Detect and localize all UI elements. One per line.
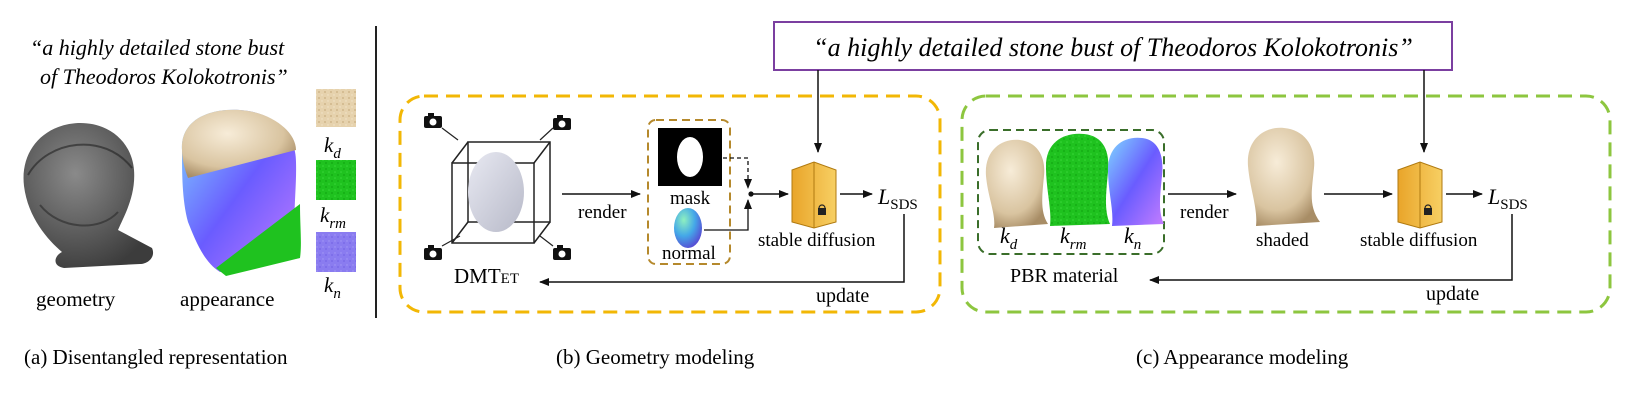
dmtet-shape bbox=[468, 152, 524, 232]
material-box bbox=[977, 129, 1165, 255]
kn-label-c: kn bbox=[1124, 223, 1141, 253]
render-output-box bbox=[647, 119, 731, 265]
panel-a: “a highly detailed stone bust of Theodor… bbox=[23, 35, 356, 369]
pbr-material-label: PBR material bbox=[1010, 265, 1119, 287]
shaded-bust bbox=[1247, 127, 1320, 226]
camera-icon bbox=[539, 115, 571, 141]
left-prompt-line1: “a highly detailed stone bust bbox=[30, 35, 285, 60]
geometry-bust bbox=[23, 122, 154, 268]
appearance-label: appearance bbox=[180, 287, 274, 311]
appearance-bust bbox=[181, 109, 301, 276]
update-label-appearance: update bbox=[1426, 283, 1479, 305]
geometry-modeling-box bbox=[398, 94, 942, 314]
camera-icon bbox=[424, 235, 461, 260]
appearance-modeling-box bbox=[960, 94, 1612, 314]
kn-bust bbox=[1108, 137, 1164, 226]
mask-shape bbox=[677, 137, 703, 177]
left-prompt-line2: of Theodoros Kolokotronis” bbox=[40, 64, 288, 89]
kn-texture-swatch bbox=[316, 232, 356, 272]
krm-label-c: krm bbox=[1060, 223, 1087, 253]
normal-connector bbox=[704, 199, 752, 231]
kd-bust bbox=[985, 139, 1048, 228]
stable-diffusion-label-geometry: stable diffusion bbox=[758, 230, 876, 251]
render-label-geometry: render bbox=[578, 202, 627, 223]
dmtet-label: DMTET bbox=[454, 264, 519, 288]
shaded-label: shaded bbox=[1256, 230, 1309, 251]
loss-label-appearance: LSDS bbox=[1487, 184, 1528, 213]
camera-icon bbox=[424, 113, 459, 141]
normal-image bbox=[674, 208, 702, 248]
krm-bust bbox=[1046, 133, 1110, 226]
update-label-geometry: update bbox=[816, 285, 869, 307]
camera-icon bbox=[539, 235, 571, 260]
normal-label: normal bbox=[662, 243, 716, 264]
stable-diffusion-icon bbox=[1397, 161, 1443, 229]
mask-label: mask bbox=[670, 188, 711, 209]
caption-a: (a) Disentangled representation bbox=[24, 345, 288, 369]
kn-label: kn bbox=[324, 273, 341, 302]
update-loop-appearance bbox=[1149, 214, 1513, 284]
krm-label: krm bbox=[320, 203, 346, 232]
update-loop-geometry bbox=[539, 214, 905, 286]
panel-b: DMTET render mask normal stable diffusio… bbox=[398, 70, 942, 369]
kd-label: kd bbox=[324, 133, 341, 162]
geometry-label: geometry bbox=[36, 287, 116, 311]
render-label-appearance: render bbox=[1180, 202, 1229, 223]
caption-c: (c) Appearance modeling bbox=[1136, 345, 1349, 369]
loss-label-geometry: LSDS bbox=[877, 184, 918, 213]
prompt-text: “a highly detailed stone bust of Theodor… bbox=[813, 33, 1413, 62]
prompt-box: “a highly detailed stone bust of Theodor… bbox=[773, 21, 1453, 71]
stable-diffusion-icon bbox=[791, 161, 837, 229]
mask-connector bbox=[723, 157, 752, 189]
panel-c: kd krm kn PBR material render shaded sta… bbox=[960, 70, 1612, 369]
stable-diffusion-label-appearance: stable diffusion bbox=[1360, 230, 1478, 251]
kd-label-c: kd bbox=[1000, 223, 1018, 253]
caption-b: (b) Geometry modeling bbox=[556, 345, 755, 369]
krm-texture-swatch bbox=[316, 160, 356, 200]
kd-texture-swatch bbox=[316, 89, 356, 127]
